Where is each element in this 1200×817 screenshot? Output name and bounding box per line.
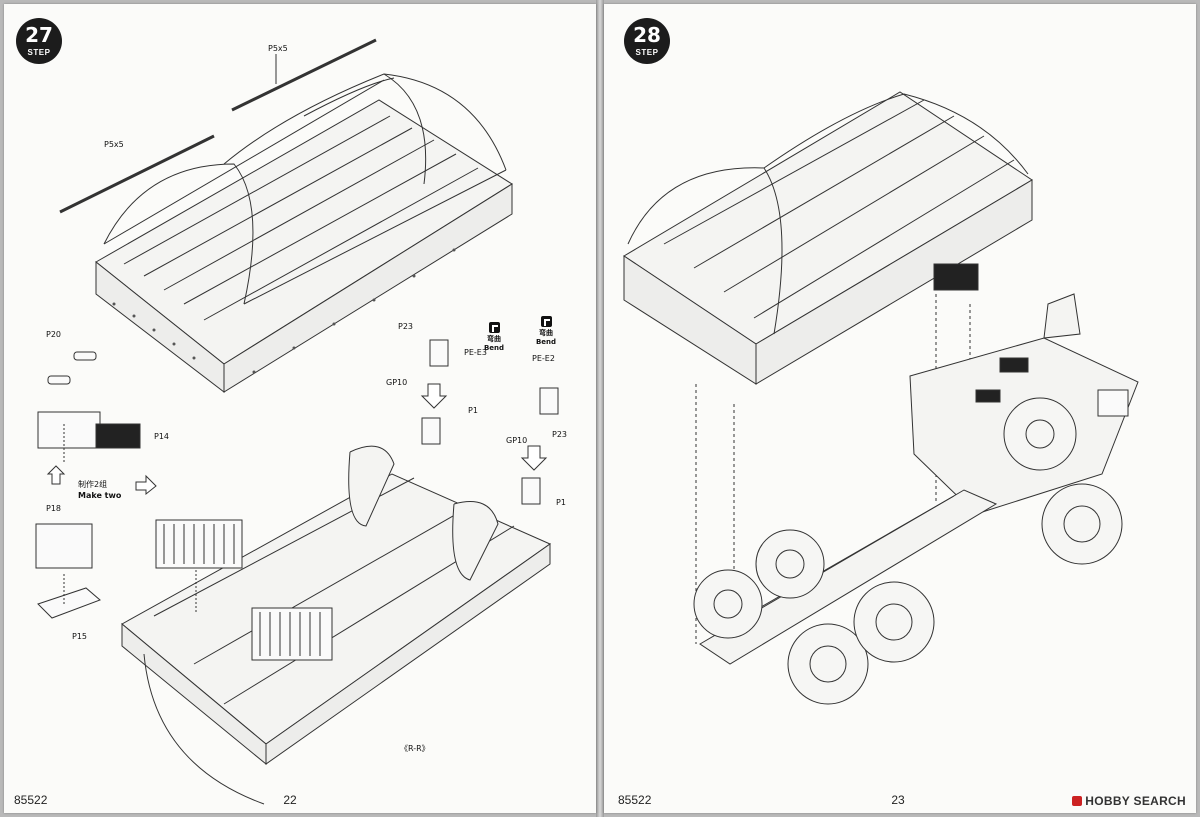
callout-rr: 《R-R》 (400, 744, 430, 753)
callout-gp10-a: GP10 (386, 378, 408, 387)
callout-p5x5-left: P5x5 (104, 140, 124, 149)
bend-marker-b: 弯曲 Bend (520, 316, 572, 347)
page-number: 22 (283, 793, 297, 807)
watermark-text: HOBBY SEARCH (1085, 794, 1186, 808)
callout-p23-a: P23 (398, 322, 414, 331)
callout-make-two-cn: 制作2组 (78, 480, 108, 489)
callout-p5x5-top: P5x5 (268, 44, 288, 53)
callout-p20: P20 (46, 330, 62, 339)
callout-p15: P15 (72, 632, 88, 641)
callout-p18: P18 (46, 504, 62, 513)
bend-icon (488, 322, 500, 333)
callout-pe-e3: PE-E3 (464, 348, 487, 357)
callout-gp10-b: GP10 (506, 436, 528, 445)
callout-p1-b: P1 (556, 498, 566, 507)
product-code: 85522 (618, 793, 652, 807)
callout-pe-e2: PE-E2 (532, 354, 555, 363)
bend-icon (540, 316, 552, 327)
step-number: 28 (633, 23, 661, 47)
left-page: 27 STEP P5x5 P5x5 P20 P14 制作2组 Make two … (4, 4, 596, 813)
step-28-illustration (604, 4, 1196, 813)
right-page: 28 STEP 85522 23 HOBBY SEARCH (604, 4, 1196, 813)
bend-label-cn: 弯曲 (487, 335, 501, 343)
bend-label-en: Bend (483, 344, 505, 352)
step-label: STEP (27, 48, 51, 57)
step-27-illustration (4, 4, 596, 813)
hobby-search-watermark: HOBBY SEARCH (1072, 794, 1186, 808)
page-number: 23 (891, 793, 905, 807)
callout-p14: P14 (154, 432, 170, 441)
step-label: STEP (635, 48, 659, 57)
hobby-search-logo-icon (1072, 796, 1083, 806)
bend-label-cn: 弯曲 (539, 329, 553, 337)
bend-label-en: Bend (535, 338, 557, 346)
callout-make-two-en: Make two (78, 491, 122, 500)
callout-p1-a: P1 (468, 406, 478, 415)
bend-marker-a: 弯曲 Bend (468, 322, 520, 353)
step-number: 27 (25, 23, 53, 47)
product-code: 85522 (14, 793, 48, 807)
callout-p23-b: P23 (552, 430, 568, 439)
step-28-badge: 28 STEP (624, 18, 670, 64)
page-gutter (596, 0, 604, 817)
step-27-badge: 27 STEP (16, 18, 62, 64)
